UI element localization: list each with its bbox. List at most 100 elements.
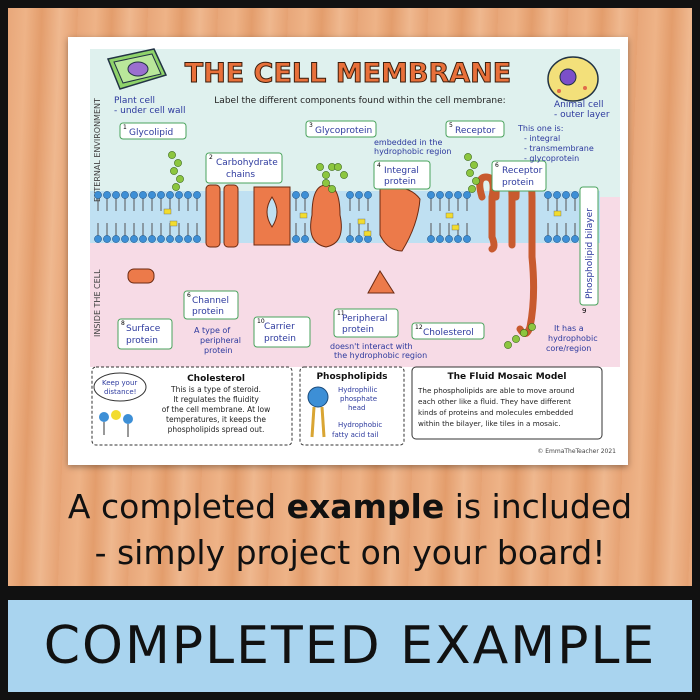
sugar-unit (322, 179, 330, 187)
head-label-line1: Hydrophilic (338, 386, 378, 394)
phosphate-head (454, 235, 462, 243)
phosphate-head (166, 191, 174, 199)
label-glycoprotein: 3 Glycoprotein (305, 120, 377, 138)
external-environment-label: EXTERNAL ENVIRONMENT (93, 98, 102, 202)
phosphate-head (553, 235, 561, 243)
label-bilayer: Phospholipid bilayer 9 (579, 186, 599, 315)
phosphate-head (544, 235, 552, 243)
caption-line2: - simply project on your board! (94, 533, 606, 572)
phosphate-head (463, 235, 471, 243)
phosphate-head (94, 191, 102, 199)
note-hydrophobic-core: It has a hydrophobic core/region (546, 324, 598, 353)
sugar-unit (322, 171, 330, 179)
mosaic-line3: kinds of proteins and molecules embedded (418, 408, 573, 417)
phosphate-head (463, 191, 471, 199)
worksheet: THE CELL MEMBRANE Label the different co… (68, 37, 628, 465)
label-peripheral: 11 Peripheral protein (333, 308, 399, 338)
cell-membrane-diagram: THE CELL MEMBRANE Label the different co… (90, 48, 620, 455)
copyright-text: © EmmaTheTeacher 2021 (537, 448, 616, 455)
mosaic-line2: each other like a fluid. They have diffe… (418, 397, 571, 406)
note-receptor-line1: This one is: (517, 124, 563, 133)
label-receptor-protein-num: 6 (495, 162, 499, 169)
phosphate-head (436, 191, 444, 199)
caption: A completed example is included - simply… (8, 484, 692, 576)
mosaic-line1: The phospholipids are able to move aroun… (417, 386, 574, 395)
head-label-line2: phosphate (340, 395, 377, 403)
label-cholesterol-text: Cholesterol (423, 328, 474, 338)
phosphate-head (553, 191, 561, 199)
cholesterol-molecule (163, 208, 172, 215)
phospholipid-bilayer (94, 191, 579, 243)
head-label-line3: head (348, 404, 365, 412)
note-receptor-line4: - glycoprotein (524, 154, 579, 163)
label-glycolipid-num: 1 (123, 124, 127, 131)
label-glycolipid: 1 Glycolipid (119, 122, 187, 140)
label-glycoprotein-text: Glycoprotein (315, 126, 372, 136)
label-bilayer-text: Phospholipid bilayer (585, 208, 595, 299)
sugar-unit (316, 163, 324, 171)
cholesterol-line2: It regulates the fluidity (173, 395, 259, 404)
phosphate-head (544, 191, 552, 199)
tail-label-line1: Hydrophobic (338, 421, 382, 429)
plant-cell-icon (106, 48, 168, 90)
sugar-unit (468, 185, 476, 193)
mosaic-line4: within the bilayer, like tiles in a mosa… (418, 419, 561, 428)
sugar-unit (328, 185, 336, 193)
sugar-unit (520, 329, 528, 337)
phosphate-head (571, 191, 579, 199)
phosphate-head (166, 235, 174, 243)
phosphate-head (130, 235, 138, 243)
cholesterol-line3: of the cell membrane. At low (162, 405, 271, 414)
label-integral-line1: Integral (384, 166, 419, 176)
cholesterol-molecule (169, 220, 178, 227)
note-receptor-line3: - transmembrane (524, 144, 594, 153)
completed-example-banner: COMPLETED EXAMPLE (8, 600, 692, 692)
phosphate-head (427, 191, 435, 199)
phosphate-head (157, 191, 165, 199)
label-carbohydrate-line2: chains (226, 170, 255, 180)
note-embedded-line2: hydrophobic region (374, 147, 451, 156)
phosphate-head (112, 235, 120, 243)
phospholipid-molecule-icon (307, 386, 329, 438)
phosphate-head (562, 191, 570, 199)
label-carbohydrate-line1: Carbohydrate (216, 158, 278, 168)
label-carbohydrate-num: 2 (209, 154, 213, 161)
sugar-unit (172, 183, 180, 191)
label-peripheral-line2: protein (342, 325, 374, 335)
phosphate-head (139, 235, 147, 243)
animal-cell-note-line1: Animal cell (554, 100, 604, 110)
label-receptor-text: Receptor (455, 126, 496, 136)
phosphate-head (292, 235, 300, 243)
cholesterol-line5: phospholipids spread out. (168, 425, 265, 434)
label-integral-num: 4 (377, 162, 381, 169)
note-no-interact-line1: doesn't interact with (330, 342, 413, 351)
label-surface-num: 8 (121, 320, 125, 327)
cholesterol-figure-icon (99, 410, 133, 437)
label-glycolipid-text: Glycolipid (129, 128, 173, 138)
note-no-interact: doesn't interact with the hydrophobic re… (330, 342, 427, 360)
label-receptor: 5 Receptor (445, 120, 505, 138)
label-surface-line1: Surface (126, 324, 161, 334)
sugar-unit (174, 159, 182, 167)
note-peripheral-type-line3: protein (204, 346, 232, 355)
label-integral-line2: protein (384, 177, 416, 187)
note-hydrophobic-core-line1: It has a (554, 324, 584, 333)
caption-line1-after: is included (444, 487, 633, 526)
label-cholesterol-num: 12 (415, 324, 423, 331)
label-channel-num: 6 (187, 292, 191, 299)
sugar-unit (170, 167, 178, 175)
phosphate-head (175, 235, 183, 243)
label-channel-line2: protein (192, 307, 224, 317)
sugar-unit (512, 335, 520, 343)
sugar-unit (528, 323, 536, 331)
sugar-unit (340, 171, 348, 179)
phosphate-head (571, 235, 579, 243)
sugar-unit (466, 169, 474, 177)
sugar-unit (168, 151, 176, 159)
label-surface-line2: protein (126, 336, 158, 346)
phosphate-head (103, 235, 111, 243)
animal-cell-icon (547, 56, 599, 102)
phosphate-head (346, 235, 354, 243)
cholesterol-molecule (451, 224, 460, 231)
